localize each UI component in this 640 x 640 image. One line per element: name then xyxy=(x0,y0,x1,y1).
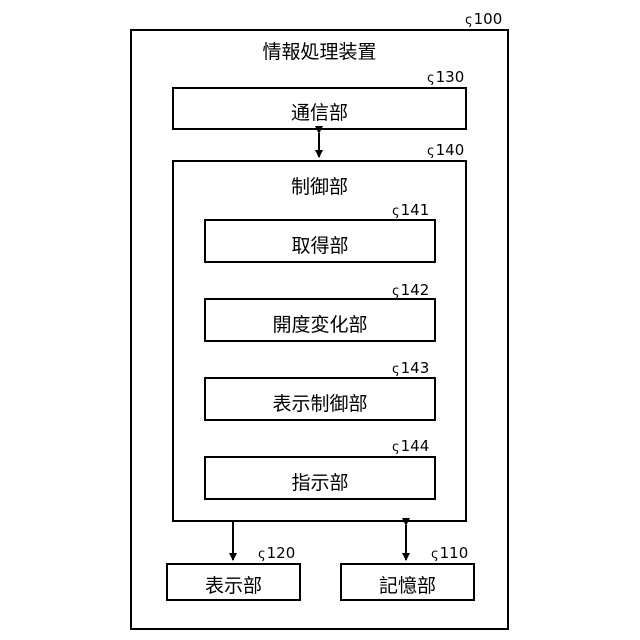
connector-arrows xyxy=(0,0,640,640)
